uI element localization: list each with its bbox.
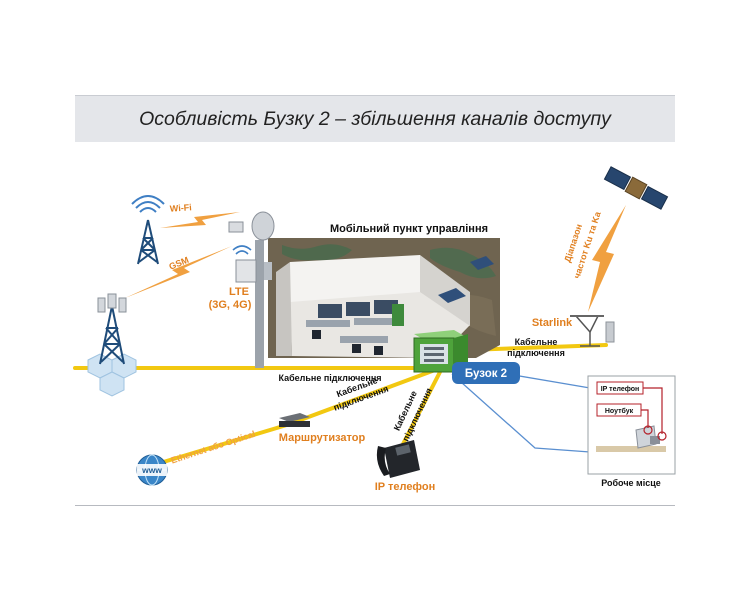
- wifi-tower: [131, 195, 165, 265]
- label-starlink: Starlink: [532, 317, 573, 329]
- cable-buzok-to-router: [293, 368, 437, 424]
- mast-signal-icon: [232, 245, 252, 255]
- command-post-scene: [268, 238, 500, 358]
- scene-chair-3: [374, 346, 383, 355]
- label-ip-phone: IP телефон: [375, 481, 436, 493]
- label-wifi: Wi-Fi: [170, 202, 193, 214]
- scene-solar-panel-1: [438, 288, 466, 303]
- label-ethernet: Ethernet або Optical: [170, 429, 257, 466]
- scene-chair-1: [312, 330, 321, 339]
- scene-room-left-wall: [276, 262, 292, 356]
- satellite-bolt: [588, 205, 626, 312]
- scene-terrain-patch-1: [282, 244, 352, 261]
- gsm-antenna-right: [118, 297, 127, 313]
- link-buzok-to-workplace-low: [451, 373, 591, 453]
- label-cable-starlink-1: Кабельне: [515, 337, 558, 347]
- scene-desk-3: [340, 336, 388, 343]
- cable-router-to-www: [148, 422, 292, 468]
- ip-phone-handset: [376, 446, 390, 476]
- buzok-equipment: [413, 330, 468, 373]
- router-front: [279, 421, 310, 427]
- gsm-tower: [87, 293, 137, 397]
- scene-screen-1: [318, 304, 342, 318]
- gsm-antenna-mid: [107, 293, 117, 309]
- label-workplace: Робоче місце: [601, 478, 661, 488]
- mast-panel: [264, 262, 272, 280]
- workplace-desk: [596, 446, 666, 452]
- scene-cabinet: [392, 304, 404, 326]
- label-mobile-point: Мобільний пункт управління: [330, 223, 488, 235]
- router-top: [279, 413, 310, 422]
- buzok-box-rack: [424, 347, 444, 350]
- gsm-antenna-left: [97, 297, 106, 313]
- workplace-panel: [587, 375, 676, 475]
- mast-lte-unit: [235, 259, 257, 283]
- scene-desk-1: [306, 320, 350, 327]
- gsm-bolt: [125, 246, 232, 298]
- satellite-panel-right: [640, 185, 669, 210]
- label-workplace-laptop: Ноутбук: [605, 407, 634, 415]
- buzok-box-rack-3: [424, 359, 444, 362]
- scene-desk-2: [354, 318, 398, 325]
- buzok-badge: [452, 362, 520, 384]
- title-bar: Особливість Бузку 2 – збільшення каналів…: [75, 95, 675, 142]
- workplace-phone: [650, 436, 660, 444]
- router-device: [279, 413, 310, 427]
- scene-terrain-patch-2: [430, 247, 496, 279]
- ip-phone-screen: [395, 444, 411, 456]
- mast-wifi-unit: [228, 221, 244, 233]
- label-cable-starlink-2: підключення: [507, 348, 565, 358]
- satellite-panel-left: [603, 166, 632, 191]
- workplace-pointer-laptop: [641, 409, 649, 428]
- label-lte: LTE: [229, 286, 249, 298]
- label-cable-mast: Кабельне підключення: [278, 373, 381, 383]
- starlink-terminal: [605, 321, 615, 343]
- starlink-dish: [570, 315, 615, 347]
- hex-3: [99, 371, 125, 397]
- workplace-pointer-phone: [643, 387, 663, 434]
- scene-screen-2: [346, 302, 370, 316]
- ip-phone-body: [384, 440, 420, 478]
- mast-pole: [255, 240, 264, 368]
- satellite: [603, 166, 669, 210]
- scene-room-back-wall: [290, 255, 420, 302]
- scene-chair-2: [352, 344, 361, 353]
- scene-solar-panel-2: [470, 256, 494, 270]
- wireless-links: [125, 205, 626, 312]
- antenna-mast: [228, 211, 275, 368]
- slide-title: Особливість Бузку 2 – збільшення каналів…: [139, 107, 611, 130]
- ip-phone-device: [376, 440, 420, 478]
- label-lte-bands: (3G, 4G): [209, 299, 252, 311]
- label-www: www: [141, 465, 162, 475]
- bottom-divider: [75, 505, 675, 506]
- wifi-bolt: [160, 212, 240, 228]
- scene-room-right-wall: [420, 255, 470, 326]
- www-globe: [136, 454, 168, 486]
- cable-buzok-to-phone: [400, 370, 442, 448]
- label-buzok: Бузок 2: [465, 368, 507, 380]
- buzok-box-rack-2: [424, 353, 444, 356]
- label-router: Маршрутизатор: [279, 432, 366, 444]
- label-workplace-ip-phone: IP телефон: [601, 386, 640, 393]
- mast-dish: [251, 211, 275, 241]
- satellite-body: [624, 176, 648, 200]
